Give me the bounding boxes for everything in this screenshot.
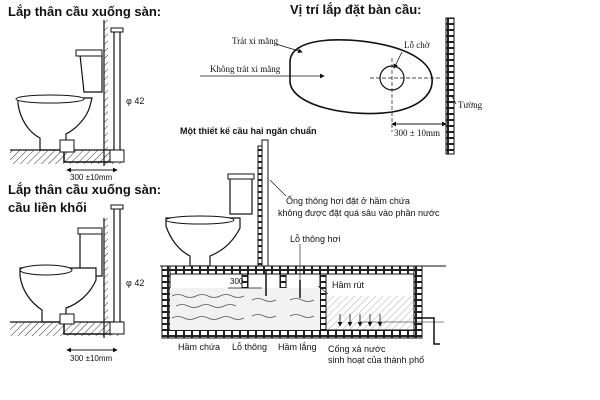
label-vent-pipe-2: không được đặt quá sâu vào phần nước (278, 208, 440, 218)
label-seep-chamber: Hầm rút (332, 280, 365, 290)
title-design: Một thiết kế cầu hai ngăn chuẩn (180, 126, 317, 136)
septic-tank-design (160, 139, 446, 345)
label-sewer-2: sinh hoạt của thành phố (328, 355, 424, 365)
title-floor-mount-onepiece-1: Lắp thân cầu xuống sàn: (8, 182, 161, 197)
title-position: Vị trí lắp đặt bàn cầu: (290, 2, 421, 17)
position-plan (200, 17, 457, 155)
wall-offset-dim: 300 ± 10mm (394, 128, 440, 138)
label-vent-hole: Lỗ thông hơi (290, 234, 340, 244)
label-vent-pipe-1: Ống thông hơi đặt ở hầm chứa (286, 195, 410, 206)
label-no-mortar: Không trát xi măng (210, 64, 281, 74)
offset-top: 300 ±10mm (70, 173, 113, 182)
label-wall: Tường (458, 100, 483, 110)
label-mortar: Trát xi măng (232, 36, 279, 46)
pipe-diameter-bottom: φ 42 (126, 278, 144, 288)
pipe-diameter-top: φ 42 (126, 96, 144, 106)
label-holding-chamber: Hầm chứa (178, 342, 220, 352)
label-drain-hole: Lỗ chờ (404, 40, 430, 50)
label-settling-chamber: Hầm lắng (278, 342, 317, 352)
offset-bottom: 300 ±10mm (70, 354, 113, 363)
design-dim-300: 300 (230, 277, 244, 286)
title-floor-mount-onepiece-2: cầu liền khối (8, 200, 87, 215)
label-sewer-1: Cống xả nước (328, 344, 386, 354)
toilet-floor-mount (10, 20, 125, 173)
toilet-onepiece (10, 204, 125, 353)
label-pass-hole: Lỗ thông (232, 342, 267, 352)
title-floor-mount: Lắp thân cầu xuống sàn: (8, 4, 161, 19)
